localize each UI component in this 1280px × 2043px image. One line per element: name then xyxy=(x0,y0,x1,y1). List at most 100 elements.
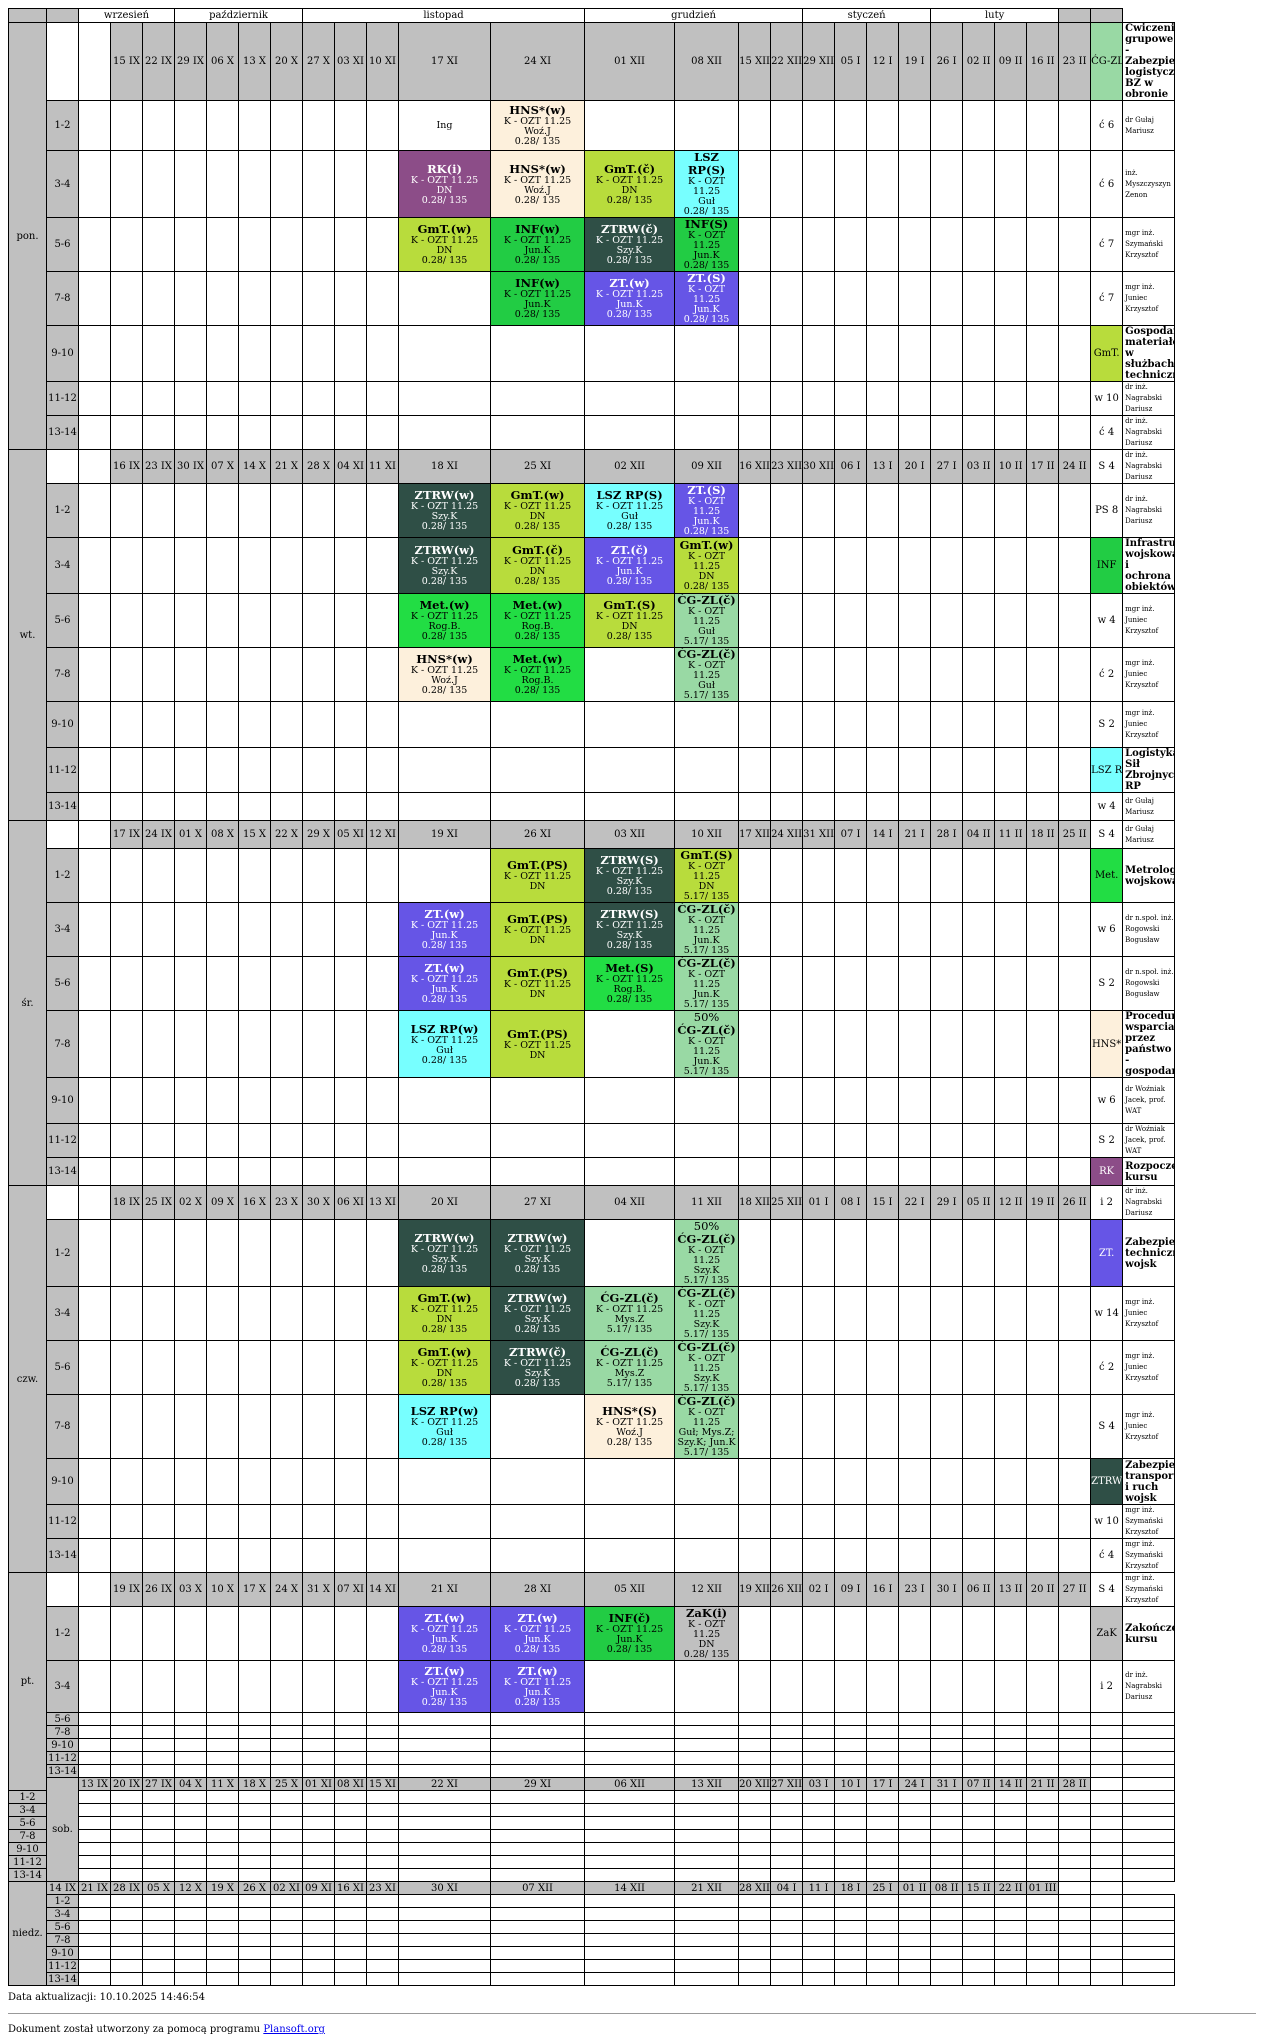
schedule-cell xyxy=(334,1077,368,1124)
schedule-cell xyxy=(110,1504,143,1539)
month-label: styczeń xyxy=(847,10,886,21)
schedule-cell xyxy=(584,1790,676,1804)
schedule-cell xyxy=(142,1712,175,1726)
class-detail: K - OZT 11.25 xyxy=(595,556,664,567)
schedule-cell xyxy=(398,1907,492,1921)
class-cell[interactable]: Ing xyxy=(398,100,492,151)
week-label: 15 XI xyxy=(369,1778,397,1790)
schedule-cell xyxy=(834,100,868,151)
schedule-cell xyxy=(110,150,143,218)
plansoft-link[interactable]: Plansoft.org xyxy=(263,2024,325,2035)
schedule-cell xyxy=(738,217,772,272)
week-label: 14 II xyxy=(998,1778,1023,1790)
schedule-cell xyxy=(866,537,900,594)
class-detail: 0.28/ 135 xyxy=(421,521,468,532)
schedule-cell xyxy=(770,415,804,450)
schedule-cell xyxy=(770,1959,804,1973)
slot-label: 11-12 xyxy=(46,1504,79,1539)
schedule-cell xyxy=(1026,1077,1060,1124)
schedule-cell xyxy=(802,956,836,1011)
slot-label: 3-4 xyxy=(46,1286,79,1341)
schedule-cell xyxy=(674,1504,740,1539)
schedule-cell xyxy=(110,1010,143,1078)
schedule-cell xyxy=(174,1712,207,1726)
schedule-cell xyxy=(366,701,400,748)
schedule-cell xyxy=(1058,1010,1092,1078)
slot-label-text: 13-14 xyxy=(48,801,77,812)
schedule-cell xyxy=(269,325,304,382)
slot-label: 3-4 xyxy=(46,1660,79,1713)
schedule-cell xyxy=(238,1286,271,1341)
schedule-cell xyxy=(1058,415,1092,450)
legend-code: ć 2 xyxy=(1090,1340,1124,1395)
schedule-cell xyxy=(802,1458,836,1505)
legend-hours: w 14 xyxy=(1094,1308,1119,1319)
schedule-cell xyxy=(866,1077,900,1124)
week-date: 01 III xyxy=(1026,1881,1060,1895)
schedule-cell xyxy=(238,483,271,538)
schedule-cell xyxy=(866,100,900,151)
